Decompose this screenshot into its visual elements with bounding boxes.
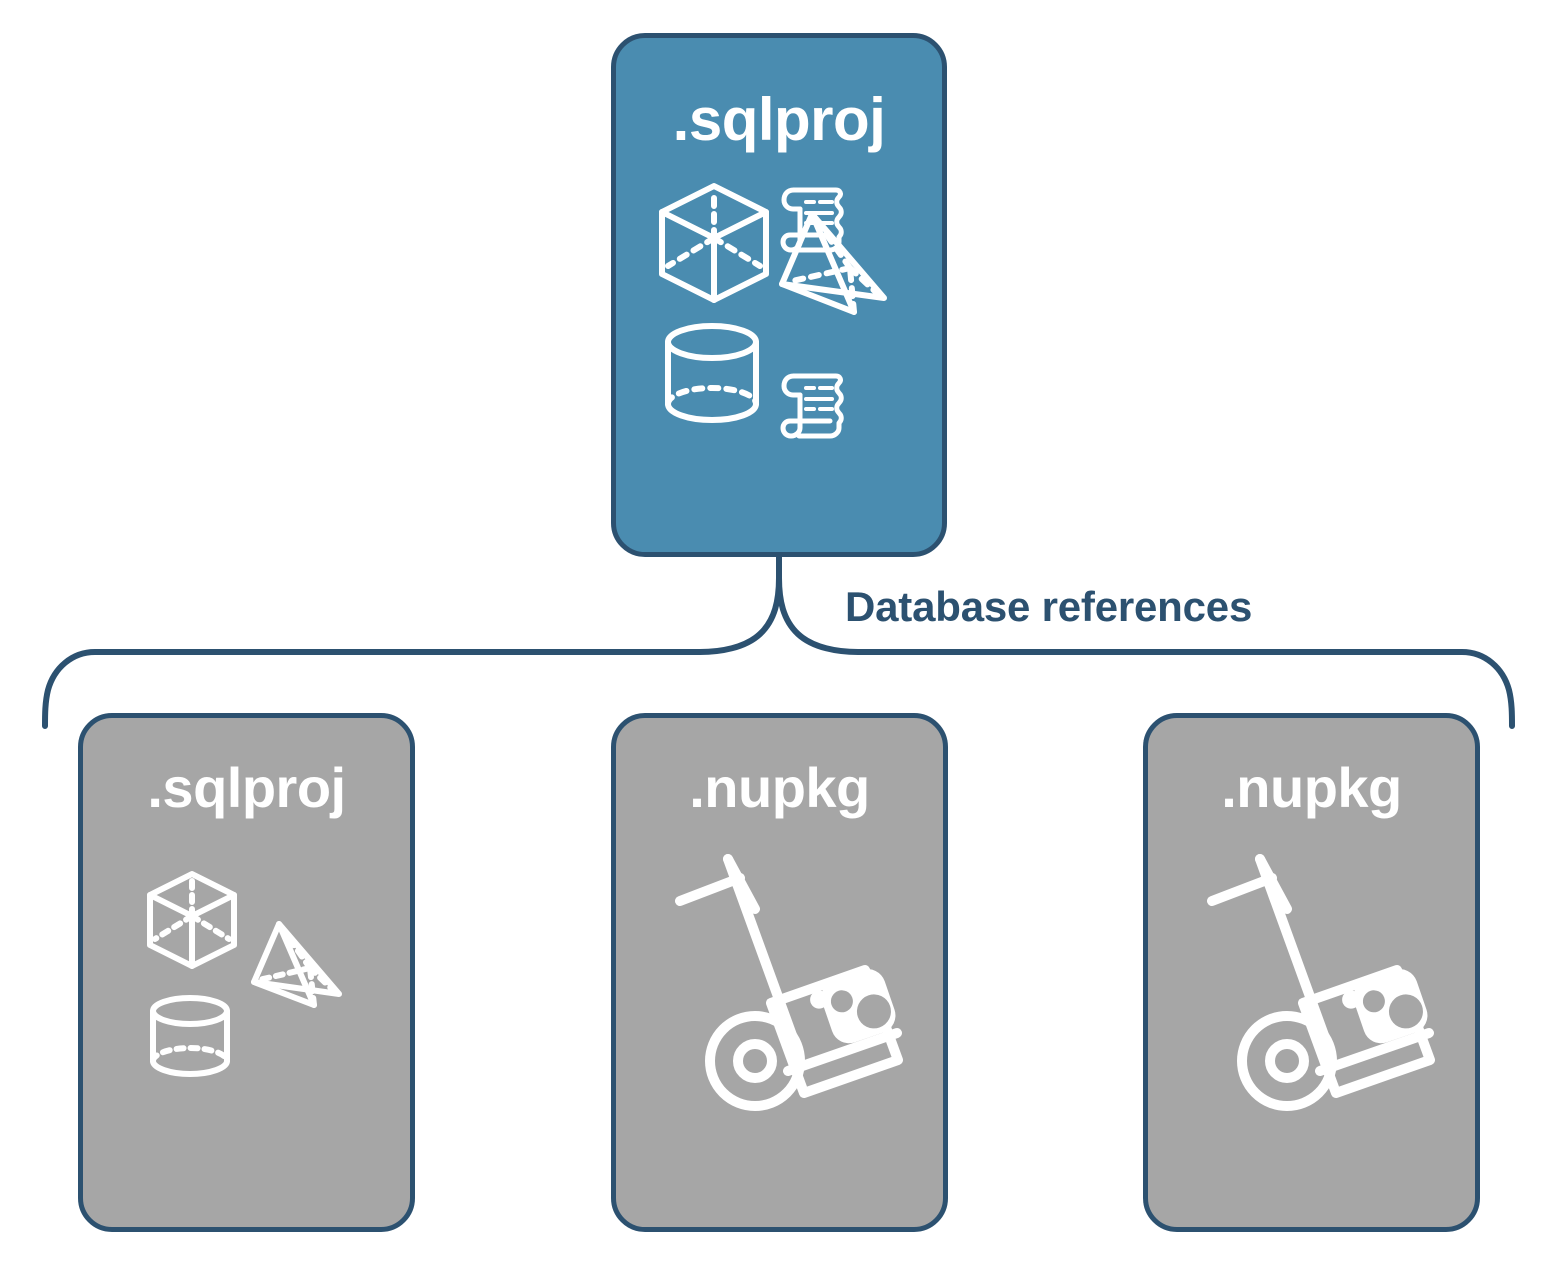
node-reference-nupkg-2-label: .nupkg	[1221, 756, 1402, 819]
sqlproj-shapes-group	[659, 183, 887, 439]
node-root-sqlproj[interactable]: .sqlproj	[611, 33, 947, 557]
sqlproj-ref-shapes-group	[146, 871, 342, 1077]
pyramid-icon	[250, 921, 342, 1008]
cylinder-icon	[665, 323, 759, 423]
node-reference-nupkg-2-artwork	[1148, 853, 1475, 1123]
brace-left-arm	[42, 554, 782, 729]
database-references-label: Database references	[845, 583, 1253, 630]
hand-truck-wheel	[704, 1011, 805, 1111]
node-reference-sqlproj[interactable]: .sqlproj	[78, 713, 415, 1232]
cylinder-icon	[149, 995, 230, 1077]
cube-icon	[146, 871, 237, 969]
node-reference-nupkg-2[interactable]: .nupkg	[1143, 713, 1480, 1232]
node-reference-nupkg-1-label: .nupkg	[689, 756, 870, 819]
pyramid-icon	[779, 211, 887, 315]
nuget-hand-truck-icon	[674, 854, 903, 1111]
node-root-sqlproj-artwork	[616, 178, 942, 448]
node-reference-sqlproj-artwork	[83, 868, 410, 1088]
cube-icon	[659, 183, 769, 303]
node-reference-nupkg-1[interactable]: .nupkg	[611, 713, 948, 1232]
node-reference-nupkg-1-artwork	[616, 853, 943, 1123]
node-reference-sqlproj-label: .sqlproj	[147, 756, 346, 819]
node-root-sqlproj-label: .sqlproj	[672, 86, 886, 153]
nuget-logo-cutouts	[830, 990, 891, 1029]
scroll-icon	[780, 373, 844, 439]
nuget-hand-truck-icon	[1206, 854, 1435, 1111]
nuget-logo-cutouts	[1362, 990, 1423, 1029]
hand-truck-wheel	[1236, 1011, 1337, 1111]
